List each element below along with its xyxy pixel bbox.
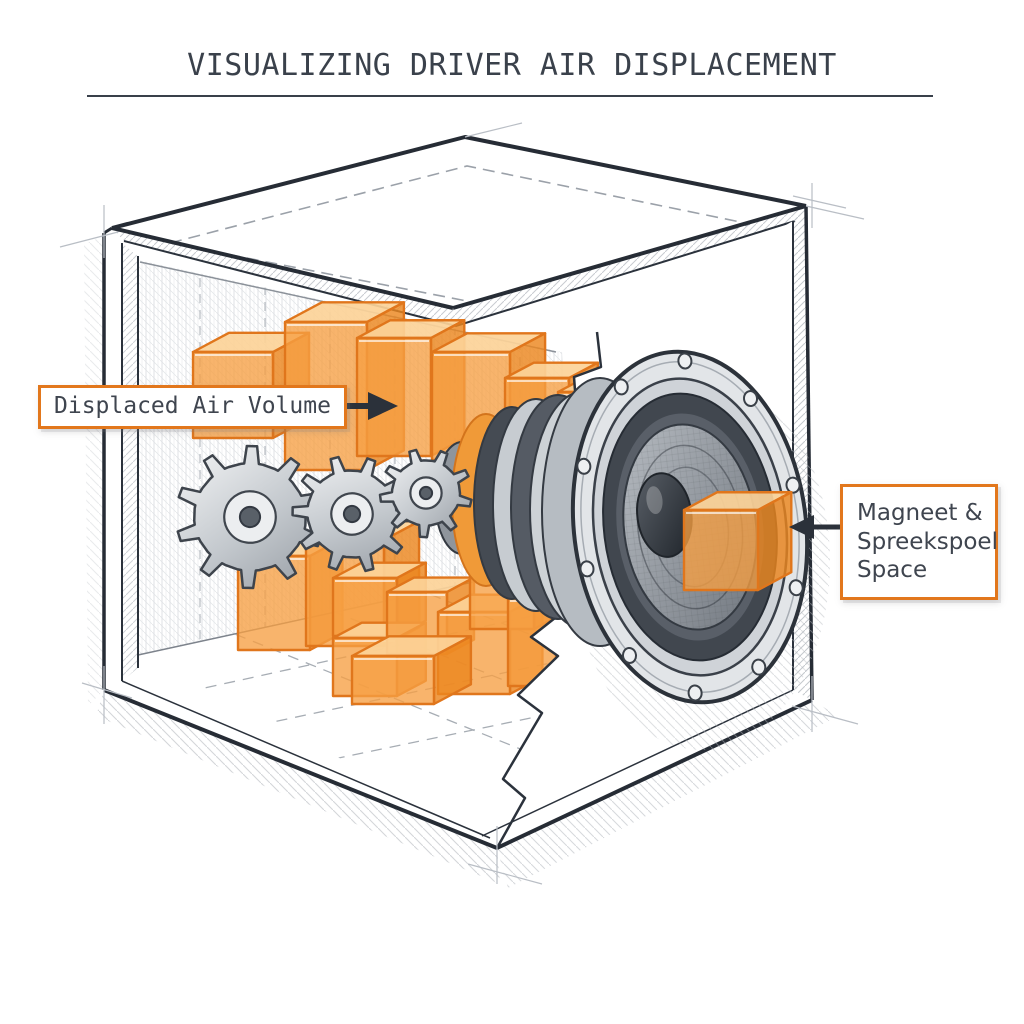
bolt [788,579,804,597]
displaced-air-volume-text: Displaced Air Volume [54,393,331,419]
gear [176,444,324,590]
magnet-label-line: Space [857,557,928,584]
bolt [576,457,592,475]
magnet-label-line: Spreekspoel [857,528,998,555]
bolt [621,646,638,664]
left-corner-join [103,226,113,235]
magnet-label-line: Magneet & [857,500,983,526]
bolt [687,684,703,702]
construction-lines [59,122,865,885]
bolt [785,476,801,494]
air-cube [350,635,473,706]
gear-train [176,444,473,590]
bolt [579,560,595,578]
top-front-left-edge [111,226,454,310]
page-title: VISUALIZING DRIVER AIR DISPLACEMENT [187,48,837,83]
bottom-left-edge [103,688,498,850]
dust-cap-highlight [646,486,663,515]
top-front-right-edge [452,204,807,310]
displaced-air-volume-label: Displaced Air Volume [38,385,347,429]
title-underline [87,95,933,97]
voice-coil-cube [682,491,793,592]
floor-shadow-hatch [497,700,838,888]
bolt [742,390,759,408]
displaced-air-arrowhead [368,392,398,420]
magnet-voicecoil-label: Magneet & Spreekspoel Space [840,484,998,600]
gear [378,448,473,539]
gear [291,455,413,573]
voice-coil-space-cube [682,491,793,592]
flange-bolts [576,352,804,702]
bolt [751,658,767,676]
bolt [613,378,629,396]
wall-shadow-hatch [84,236,104,706]
top-panel-band-right [453,206,806,326]
left-wall-edge [122,243,138,681]
floor-shadow-hatch [96,690,500,884]
flange-ring [580,360,800,694]
magnet-arrowhead [789,515,814,539]
bottom-left-inner [121,680,491,839]
bolt [677,352,693,370]
speaker-driver [570,349,810,705]
